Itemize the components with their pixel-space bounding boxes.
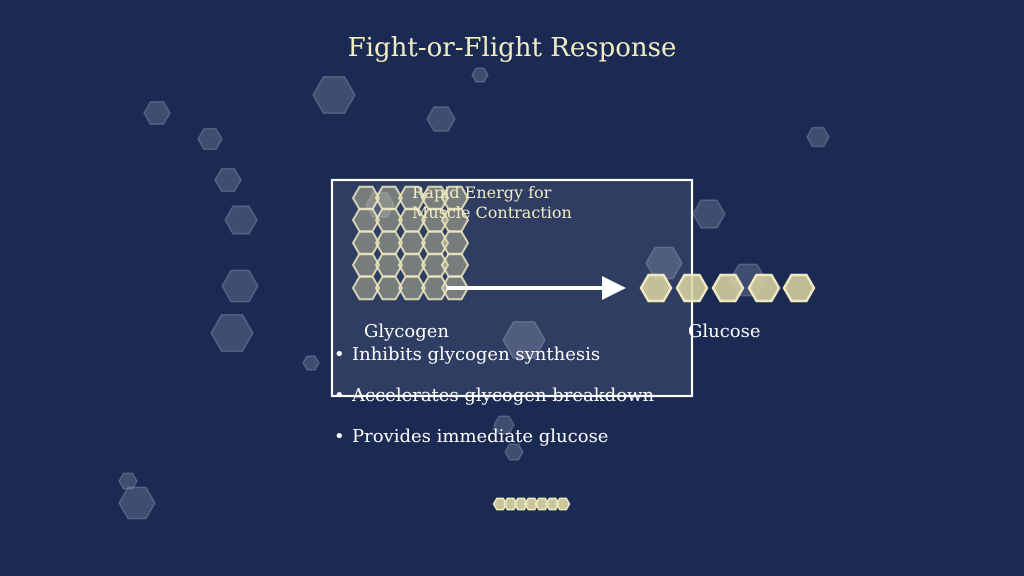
bullet-dot: •: [334, 385, 345, 406]
glycogen-hexagon-icon: [351, 275, 381, 301]
bullet-text: Provides immediate glucose: [352, 426, 608, 447]
glucose-hexagon-icon: [711, 273, 745, 303]
arrow-head-icon: [602, 276, 626, 300]
glucose-hexagon-chain: [639, 273, 816, 303]
background-hexagon-icon: [214, 167, 242, 193]
background-hexagon-icon: [692, 199, 726, 229]
background-hexagon-icon: [221, 269, 259, 303]
energy-box: [330, 178, 694, 398]
small-glucose-chain: [492, 497, 571, 511]
bullet-text: Inhibits glycogen synthesis: [352, 344, 600, 365]
background-hexagon-icon: [210, 314, 254, 352]
background-hexagon-icon: [143, 100, 171, 126]
glucose-hexagon-icon: [747, 273, 781, 303]
glucose-hexagon-icon: [782, 273, 816, 303]
bullet-list: • Inhibits glycogen synthesis • Accelera…: [334, 344, 654, 447]
background-hexagon-icon: [806, 126, 830, 148]
glycogen-hexagon-icon: [397, 275, 427, 301]
small-glucose-hexagon-icon: [492, 497, 508, 511]
background-hexagon-icon: [224, 205, 258, 235]
background-hexagon-icon: [502, 321, 546, 359]
breakdown-arrow: [446, 276, 626, 300]
small-glucose-hexagon-icon: [503, 497, 518, 511]
glycogen-label: Glycogen: [364, 321, 449, 342]
background-hexagon-icon: [118, 486, 156, 520]
small-glucose-hexagon-icon: [534, 497, 550, 511]
glycogen-hexagon-cluster: [351, 185, 470, 301]
background-hexagon-icon: [426, 106, 456, 132]
glucose-hexagon-icon: [675, 273, 709, 303]
glucose-label: Glucose: [688, 321, 761, 342]
glycogen-hexagon-icon: [440, 252, 470, 278]
background-hexagon-icon: [645, 246, 683, 280]
background-hexagon-icon: [493, 415, 515, 435]
background-hexagon-icon: [302, 355, 320, 371]
glycogen-hexagon-icon: [420, 275, 450, 301]
small-glucose-hexagon-icon: [545, 497, 560, 511]
background-hexagon-icon: [312, 76, 356, 114]
small-glucose-hexagon-icon: [555, 497, 571, 511]
slide-title: Fight-or-Flight Response: [348, 33, 677, 63]
background-hexagon-icon: [118, 472, 138, 490]
glucose-hexagon-icon: [639, 273, 673, 303]
glycogen-hexagon-icon: [440, 230, 470, 256]
background-hexagon-icon: [197, 127, 223, 151]
box-caption-line2: Muscle Contraction: [412, 203, 572, 222]
bullet-dot: •: [334, 344, 345, 365]
box-caption-line1: Rapid Energy for: [412, 183, 552, 202]
bullet-dot: •: [334, 426, 345, 447]
background-hexagon-icon: [504, 443, 524, 461]
background-hexagon-icon: [471, 67, 489, 83]
bullet-text: Accelerates glycogen breakdown: [351, 385, 654, 406]
glycogen-hexagon-icon: [374, 275, 404, 301]
small-glucose-hexagon-icon: [524, 497, 539, 511]
small-glucose-hexagon-icon: [513, 497, 529, 511]
